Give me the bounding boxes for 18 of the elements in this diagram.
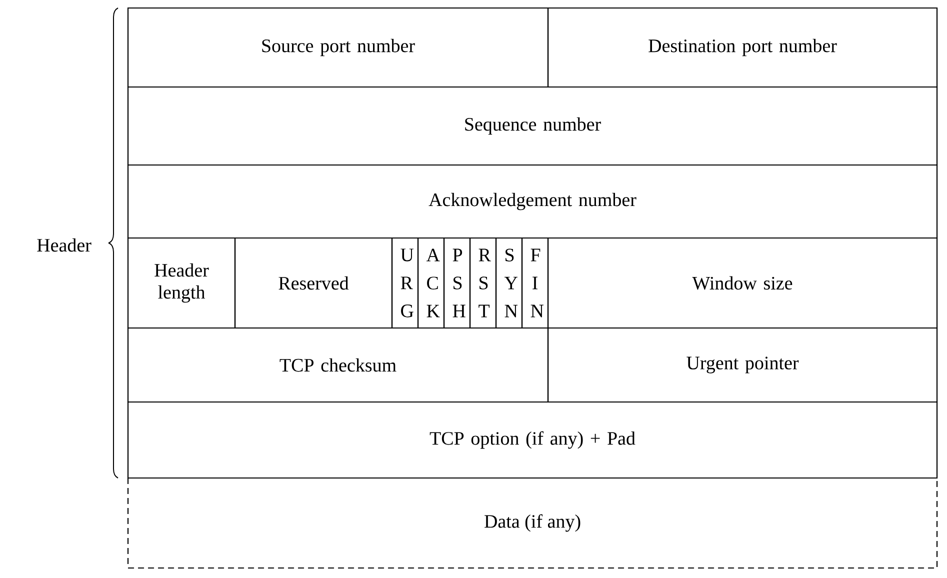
field-cell: TCP option (if any) + Pad — [127, 401, 938, 479]
data-cell: Data (if any) — [127, 478, 938, 569]
field-cell: Reserved — [234, 237, 393, 329]
field-cell: Acknowledgement number — [127, 164, 938, 239]
flag-cell: R S T — [469, 237, 497, 329]
flag-cell: U R G — [391, 237, 419, 329]
flag-cell: S Y N — [495, 237, 523, 329]
field-cell: Source port number — [127, 7, 549, 88]
bracket-label: Header — [37, 238, 92, 252]
field-cell: Destination port number — [547, 7, 938, 88]
flag-cell: A C K — [417, 237, 445, 329]
field-cell: Urgent pointer — [547, 327, 938, 403]
field-cell: Window size — [547, 237, 938, 329]
field-cell: Sequence number — [127, 86, 938, 166]
flag-cell: F I N — [521, 237, 549, 329]
field-cell: TCP checksum — [127, 327, 549, 403]
flag-cell: P S H — [443, 237, 471, 329]
field-cell: Header length — [127, 237, 236, 329]
